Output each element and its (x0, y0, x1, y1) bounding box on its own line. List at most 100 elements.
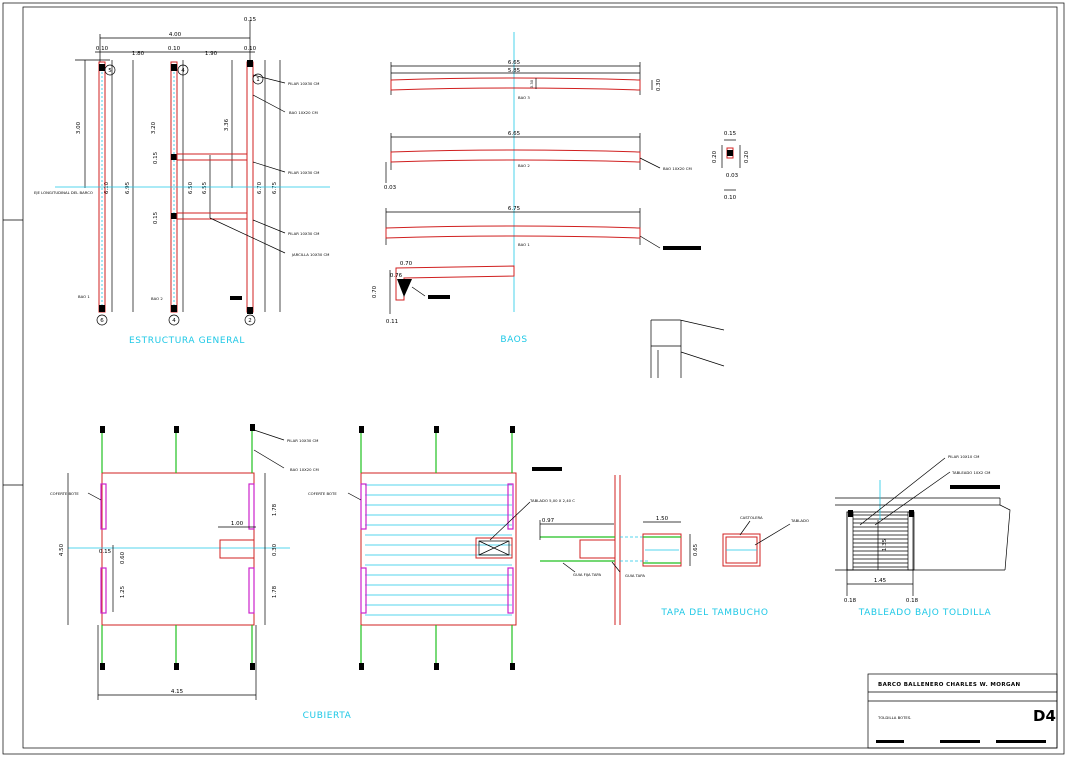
dim-label: 6.95 (125, 181, 131, 194)
callout-cofferte: COFERTE BOTE (308, 491, 337, 496)
grid-mark: 5 (108, 68, 112, 74)
dim-label: 1.78 (272, 585, 278, 598)
dim-label: 0.70 (372, 285, 378, 298)
dim-label: 3.36 (224, 118, 230, 131)
beam-label-bao2: BAO 2 (518, 163, 530, 168)
dim-label: 0.10 (96, 46, 109, 52)
dim-label: 6.55 (202, 181, 208, 194)
dim-label: 0.15 (244, 17, 257, 23)
cubierta-view-1: 1.00 4.50 1.78 0.30 1.78 0.15 0.60 1.25 … (50, 424, 352, 721)
dim-label: 0.15 (153, 211, 159, 224)
dim-label: 3.20 (151, 121, 157, 134)
dim-label: 0.65 (693, 543, 699, 556)
dim-label: 6.50 (188, 181, 194, 194)
dim-label: 1.45 (874, 578, 887, 584)
beam-label-bao1: BAO 1 (518, 242, 530, 247)
beam-label-bao2: BAO 2 (151, 296, 163, 301)
dim-label: 0.03 (384, 185, 397, 191)
dim-label: 0.03 (726, 173, 739, 179)
grid-bubble (96, 314, 108, 326)
beam-label-bao1: BAO 1 (78, 294, 90, 299)
dim-label: 6.75 (272, 181, 278, 194)
pillar-mark (247, 307, 253, 314)
dim-label: 0.20 (712, 150, 718, 163)
pillar-mark (171, 154, 177, 160)
callout-tablado: TABLADO (790, 518, 809, 523)
title-block: BARCO BALLENERO CHARLES W. MORGAN TOLDIL… (867, 673, 1058, 749)
callout-pilar: PILAR 10X30 CM (288, 231, 319, 236)
dim-label: 6.75 (508, 206, 521, 212)
dim-label: 3.00 (76, 121, 82, 134)
dim-label: 0.20 (744, 150, 750, 163)
section-mark (428, 295, 450, 299)
callout-bao: BAO 10X20 CM (663, 166, 692, 171)
tableado-view: 1.35 1.45 0.18 0.18 PILAR 10X10 CM TABLE… (835, 454, 1011, 618)
callout-bao: BAO 10X20 CM (289, 110, 318, 115)
callout-pilar: PILAR 10X30 CM (288, 81, 319, 86)
grid-mark: 1 (256, 77, 260, 83)
callout-pilar: PILAR 10X30 CM (288, 170, 319, 175)
baos-view: 6.65 5.85 0.30 0.30 BAO 3 6.65 BAO 2 0.0… (372, 32, 750, 378)
dim-label: 0.10 (244, 46, 257, 52)
cubierta-view-2: COFERTE BOTE TABLADO 5,00 X 2,40 C (308, 426, 575, 670)
dim-label: 1.25 (120, 585, 126, 598)
dim-label: 0.76 (390, 273, 403, 279)
callout-tableado: TABLEADO 10X2 CM (951, 470, 990, 475)
grid-mark: 6 (100, 318, 104, 324)
grid-bubble (168, 314, 180, 326)
sheet-description: TOLDILLA BOTES. (877, 715, 911, 720)
dim-label: 6.65 (508, 131, 521, 137)
pillar-mark (171, 64, 177, 71)
dim-label: 6.10 (104, 181, 110, 194)
title-estructura-general: ESTRUCTURA GENERAL (129, 336, 245, 346)
section-mark (230, 296, 242, 300)
title-tableado: TABLEADO BAJO TOLDILLA (858, 608, 992, 618)
section-mark (950, 485, 1000, 489)
callout-guia-fija: GUIA FIJA TAPA (573, 572, 601, 577)
section-mark (663, 246, 701, 250)
grid-bubble (244, 314, 256, 326)
dim-label: 0.18 (844, 598, 857, 604)
dim-label: 0.97 (542, 518, 555, 524)
title-baos: BAOS (500, 335, 527, 345)
dim-label: 0.30 (656, 78, 662, 91)
callout-pilar: PILAR 10X30 CM (287, 438, 318, 443)
dim-label: 1.35 (882, 538, 888, 551)
callout-jarcilla: JARCILLA 10X30 CM (291, 252, 329, 257)
callout-cofferte: COFERTE BOTE (50, 491, 79, 496)
pillar-mark (99, 305, 105, 312)
dim-label: 0.11 (386, 319, 398, 325)
dim-label: 4.00 (169, 32, 182, 38)
dim-label: 5.85 (508, 68, 521, 74)
dim-label: 0.60 (120, 551, 126, 564)
dim-label: 1.78 (272, 503, 278, 516)
dim-label: 0.10 (168, 46, 181, 52)
dim-label: 0.15 (153, 151, 159, 164)
dim-label: 1.90 (205, 51, 218, 57)
dim-label: 1.50 (656, 516, 669, 522)
pillar-mark (247, 60, 253, 67)
sheet-number: D4 (1033, 707, 1056, 725)
dim-label: 0.30 (529, 79, 534, 88)
pillar-mark (99, 64, 105, 71)
callout-tablado: TABLADO 5,00 X 2,40 C (529, 498, 575, 503)
dim-label: 0.10 (724, 195, 737, 201)
dim-label: 0.15 (724, 131, 737, 137)
dim-label: 6.70 (257, 181, 263, 194)
estructura-general-view: 4.00 0.15 0.10 1.80 0.10 1.90 0.10 3.00 … (34, 17, 330, 346)
dim-label: 1.00 (231, 521, 244, 527)
dim-label: 4.50 (59, 543, 65, 556)
tapa-tambucho-view: 0.97 GUIA FIJA TAPA GUIA TAPA 1.50 0.65 … (539, 475, 809, 625)
dim-label: 0.70 (400, 261, 413, 267)
section-mark (532, 467, 562, 471)
title-cubierta: CUBIERTA (303, 711, 352, 721)
grid-bubble (252, 73, 264, 85)
grid-mark: 4 (172, 318, 176, 324)
callout-castolera: CASTOLERA (740, 515, 763, 520)
pillar-mark (171, 305, 177, 312)
grid-bubble (104, 64, 116, 76)
callout-pilar: PILAR 10X10 CM (948, 454, 979, 459)
project-name: BARCO BALLENERO CHARLES W. MORGAN (878, 682, 1021, 688)
